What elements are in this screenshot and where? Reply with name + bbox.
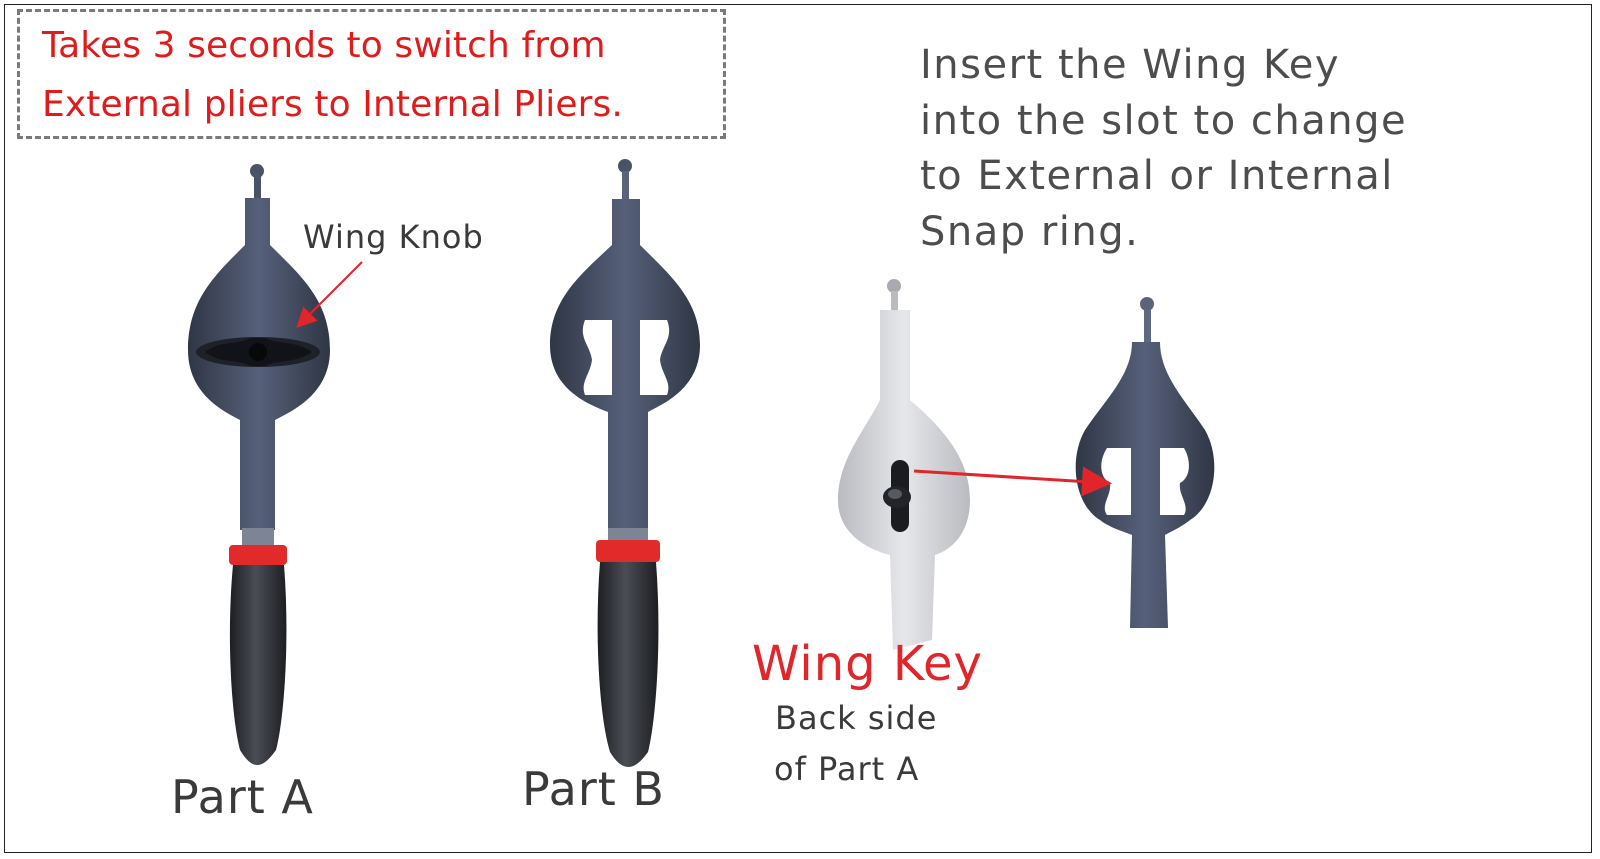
wing-knob-label: Wing Knob: [303, 218, 484, 256]
back-side-label-line-2: of Part A: [774, 750, 920, 788]
wing-key-label: Wing Key: [752, 636, 983, 692]
instruction-line-2: into the slot to change: [920, 98, 1408, 144]
instruction-line-4: Snap ring.: [920, 209, 1140, 255]
note-line-2: External pliers to Internal Pliers.: [42, 84, 623, 125]
back-side-label-line-1: Back side: [775, 699, 938, 737]
slot-arrow: [913, 466, 1112, 497]
note-line-1: Takes 3 seconds to switch from: [42, 25, 606, 66]
part-b-label: Part B: [522, 762, 665, 816]
note-box: [17, 9, 726, 139]
part-a-label: Part A: [171, 770, 314, 824]
part-b-tool: [550, 159, 700, 767]
instruction-line-1: Insert the Wing Key: [920, 42, 1341, 88]
part-a-back-side: [838, 279, 970, 650]
part-b-head-with-slot: [1075, 297, 1215, 628]
instruction-line-3: to External or Internal: [920, 153, 1394, 199]
wing-knob-pointer: [296, 261, 363, 328]
part-a-tool: [188, 164, 330, 765]
